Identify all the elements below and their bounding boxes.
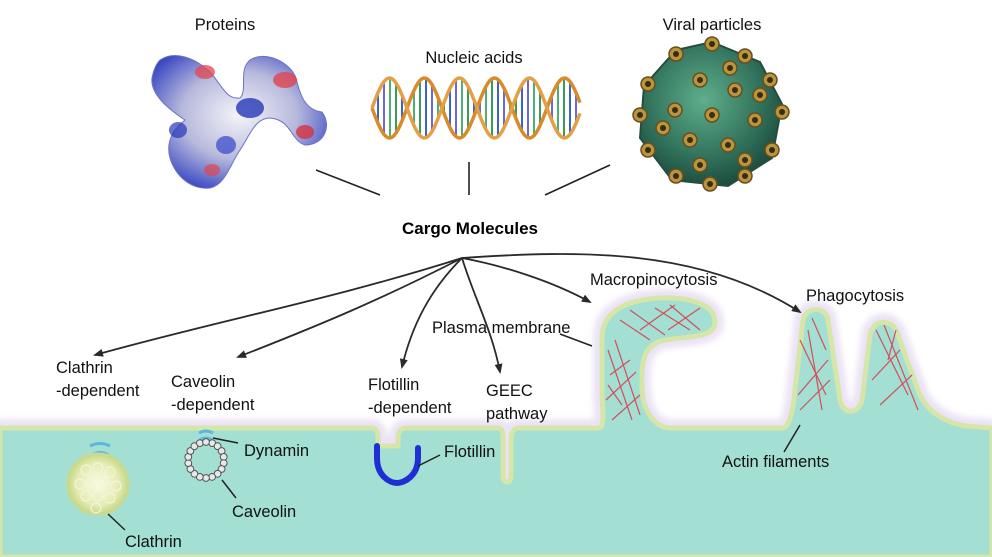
phagocytosis-label: Phagocytosis (806, 287, 904, 305)
cell-membrane (0, 288, 992, 557)
actin-filaments (605, 304, 919, 421)
geec-pathway-label-2: pathway (486, 405, 548, 423)
protein-structure (151, 55, 327, 189)
clathrin-pathway-label-2: -dependent (56, 382, 140, 400)
nucleic-acids-label: Nucleic acids (425, 49, 522, 67)
flotillin-pathway-label-1: Flotillin (368, 376, 419, 394)
pathway-arrows (93, 253, 802, 374)
dna-helix (370, 76, 582, 140)
clathrin-vesicle (66, 442, 130, 516)
arrow-clathrin (93, 257, 463, 357)
arrow-geec (461, 257, 503, 374)
proteins-label: Proteins (195, 16, 256, 34)
callout-lines (107, 333, 801, 531)
cargo-connectors (315, 162, 611, 196)
actin-filaments-label: Actin filaments (722, 453, 829, 471)
caveolin-pathway-label-2: -dependent (171, 396, 255, 414)
caveolin-vesicle (184, 429, 228, 482)
flotillin-label: Flotillin (444, 443, 495, 461)
clathrin-pathway-label-1: Clathrin (56, 359, 113, 377)
cargo-molecules-title: Cargo Molecules (402, 219, 538, 238)
arrow-phagocytosis (461, 253, 802, 314)
arrow-flotillin (399, 257, 463, 369)
dynamin-label: Dynamin (244, 442, 309, 460)
viral-particle (632, 36, 790, 192)
flotillin-pathway-label-2: -dependent (368, 399, 452, 417)
flotillin-pit (374, 443, 421, 487)
viral-particles-label: Viral particles (663, 16, 762, 34)
clathrin-label: Clathrin (125, 533, 182, 551)
caveolin-label: Caveolin (232, 503, 296, 521)
geec-pathway-label-1: GEEC (486, 382, 533, 400)
caveolin-pathway-label-1: Caveolin (171, 373, 235, 391)
arrow-caveolin (236, 257, 463, 358)
plasma-membrane-label: Plasma membrane (432, 319, 570, 337)
arrow-macropinocytosis (461, 257, 592, 303)
macropinocytosis-label: Macropinocytosis (590, 271, 717, 289)
